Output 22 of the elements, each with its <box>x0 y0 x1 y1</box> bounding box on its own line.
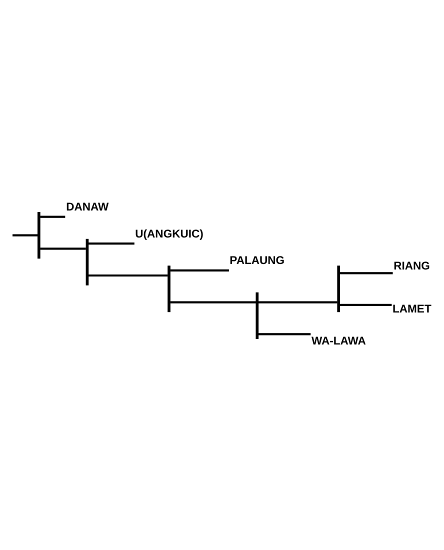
node-bar <box>337 265 340 312</box>
node-text: RIANG <box>394 260 430 272</box>
node-bar <box>86 238 89 285</box>
node-text: LAMET <box>392 303 432 316</box>
connector <box>170 300 256 303</box>
connector <box>40 215 66 218</box>
node-bar <box>168 265 170 312</box>
connector <box>40 247 86 250</box>
node-bar <box>256 292 259 338</box>
connector <box>88 242 134 244</box>
node-bar <box>38 212 40 258</box>
connector <box>340 303 392 306</box>
connector <box>258 332 311 335</box>
connector <box>170 268 229 271</box>
connector <box>12 234 38 236</box>
node-text: WA-LAWA <box>311 334 366 347</box>
connector <box>340 272 393 274</box>
node-text: PALAUNG <box>230 254 285 267</box>
connector <box>88 274 168 276</box>
node-text: U(ANGKUIC) <box>135 228 204 240</box>
connector <box>258 300 338 303</box>
node-text: DANAW <box>66 200 109 213</box>
